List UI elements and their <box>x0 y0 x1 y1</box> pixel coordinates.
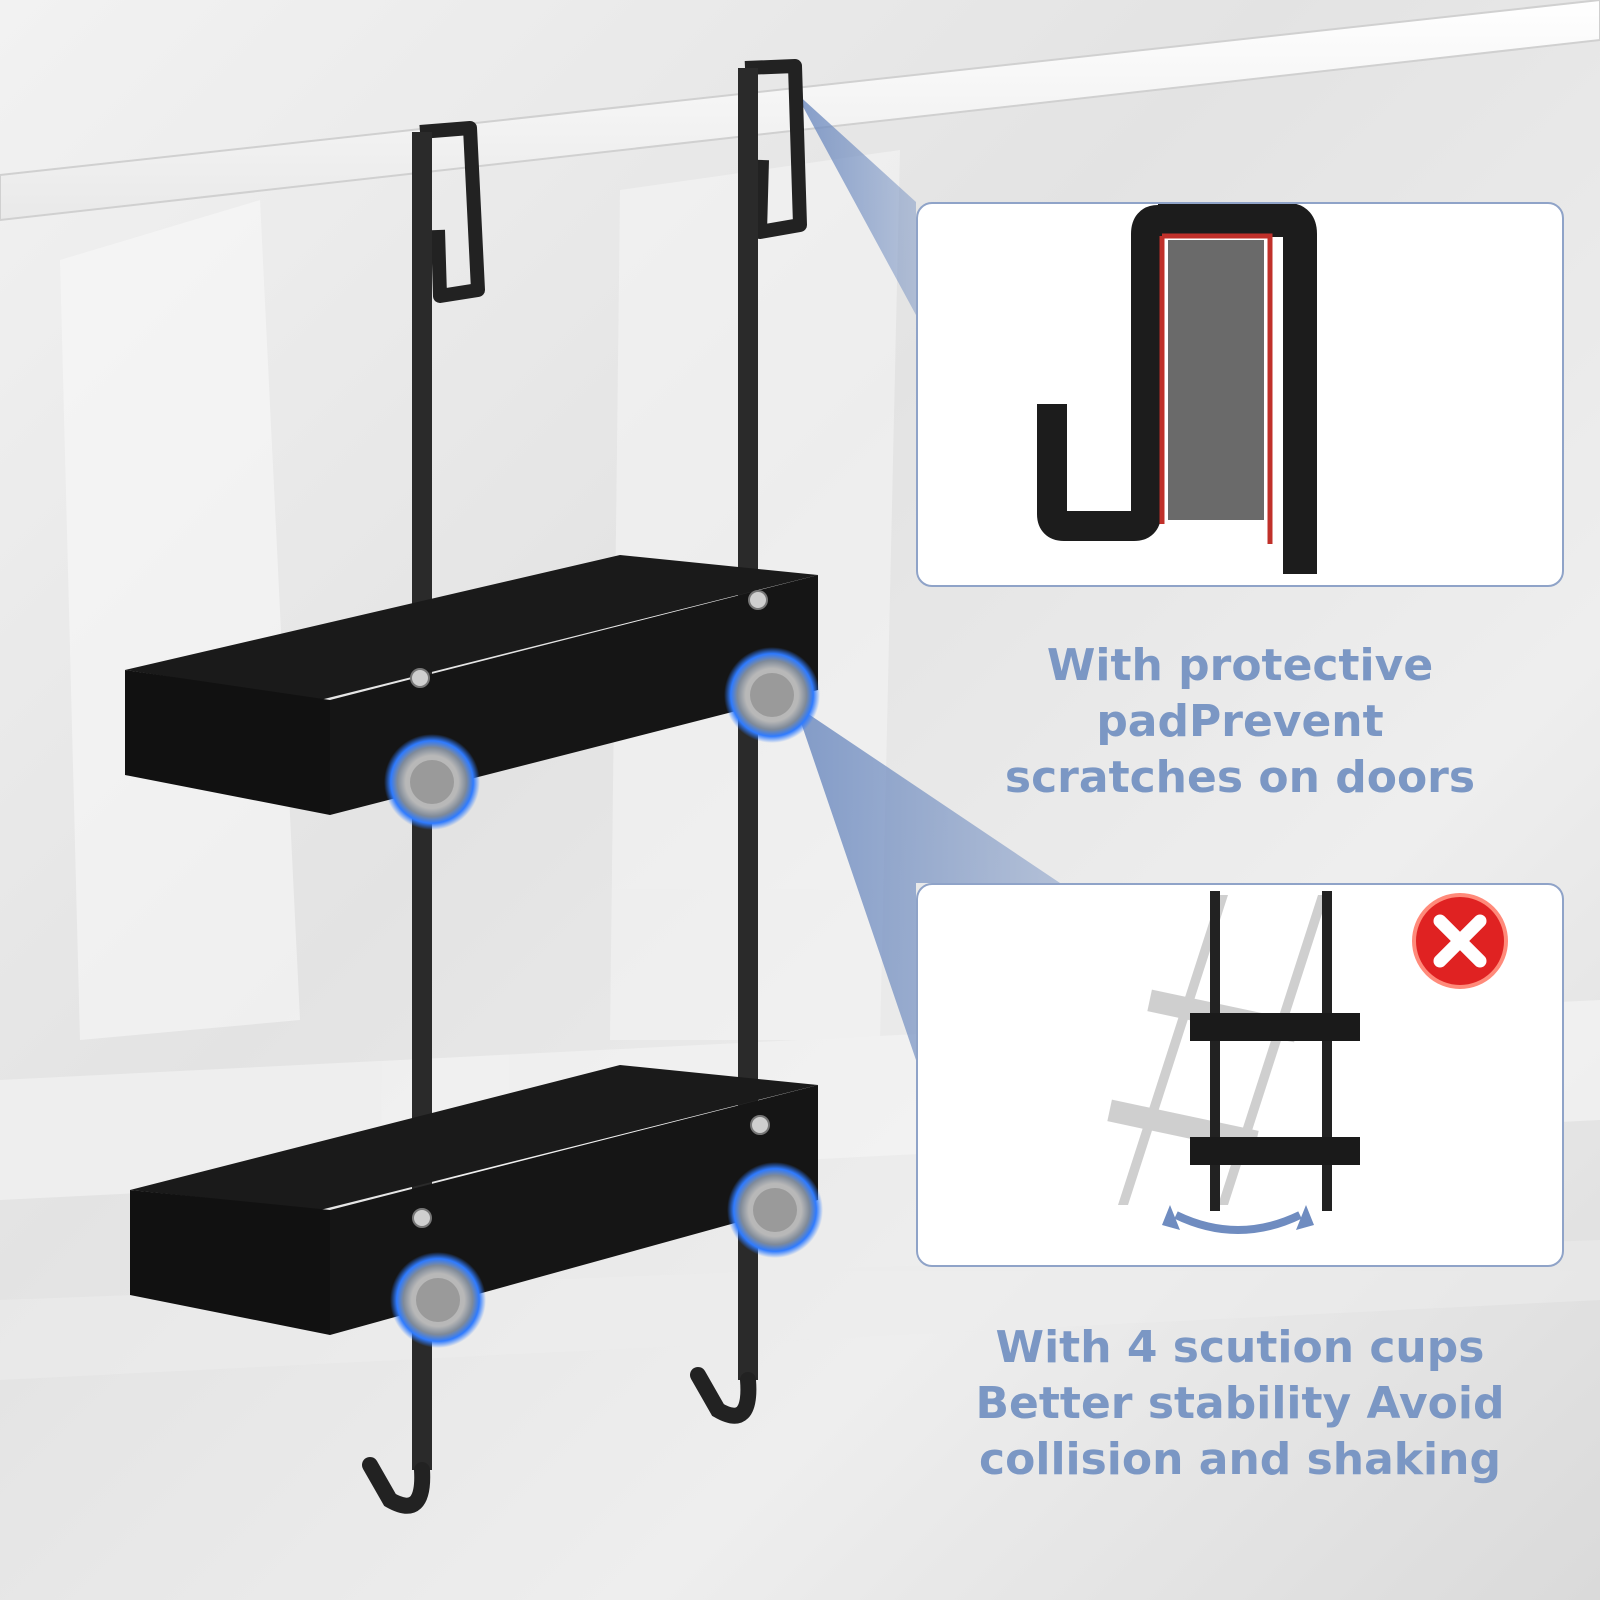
wobbling-rack-illustration <box>1107 891 1508 1234</box>
suction-cup-center <box>750 673 794 717</box>
hook-icon <box>690 1367 757 1424</box>
suction-cup-center <box>410 760 454 804</box>
callout-beam-top <box>795 92 916 315</box>
hook-icon <box>362 1457 431 1514</box>
hook-icon <box>419 121 485 303</box>
protective-pad-inset <box>916 202 1564 587</box>
suction-cups-caption: With 4 scution cups Better stability Avo… <box>900 1320 1580 1488</box>
stability-inset <box>916 883 1564 1267</box>
protective-pad-caption: With protective padPrevent scratches on … <box>900 638 1580 806</box>
solid-rack <box>1190 891 1360 1211</box>
suction-cup-center <box>753 1188 797 1232</box>
caption-line: collision and shaking <box>979 1433 1501 1485</box>
rotate-arrow-icon <box>1174 1211 1302 1234</box>
screw-icon <box>410 668 430 688</box>
padded-hook-illustration <box>1037 204 1317 574</box>
hook-icon <box>744 59 807 239</box>
caption-line: With protective padPrevent <box>1046 640 1434 747</box>
suction-cup-center <box>416 1278 460 1322</box>
callout-beam-bottom <box>795 705 1060 1060</box>
caption-line: Better stability Avoid <box>975 1377 1505 1429</box>
caption-line: With 4 scution cups <box>995 1322 1485 1373</box>
error-x-icon <box>1412 893 1508 989</box>
protective-pad <box>1162 233 1273 544</box>
caption-line: scratches on doors <box>1004 751 1476 803</box>
screw-icon <box>748 590 768 610</box>
screw-icon <box>412 1208 432 1228</box>
screw-icon <box>750 1115 770 1135</box>
